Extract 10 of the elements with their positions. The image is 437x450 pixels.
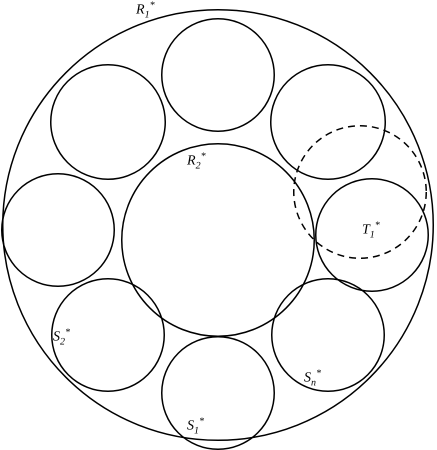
circle xyxy=(1,173,115,287)
dashed-circle xyxy=(293,125,427,259)
circle xyxy=(121,143,315,337)
circle xyxy=(315,178,429,292)
circle xyxy=(161,336,275,450)
circle xyxy=(270,64,386,180)
circle xyxy=(271,278,385,392)
circle xyxy=(50,64,166,180)
circle xyxy=(51,278,165,392)
circle xyxy=(161,18,275,132)
